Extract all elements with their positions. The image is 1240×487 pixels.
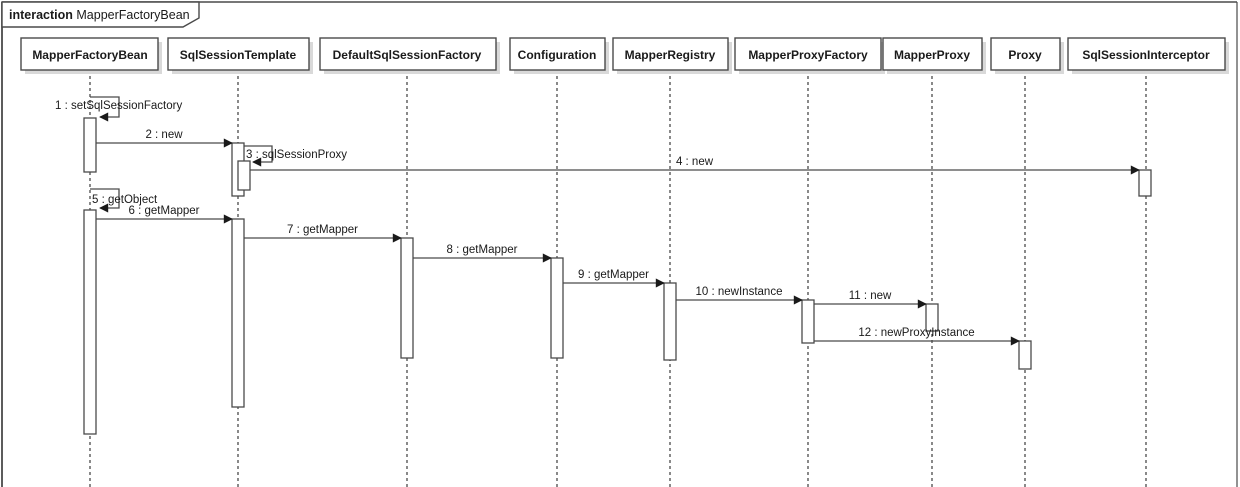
lifeline-name-label: MapperFactoryBean xyxy=(32,48,147,62)
self-message-line xyxy=(90,188,120,213)
self-message-line xyxy=(90,96,120,122)
frame-keyword: interaction xyxy=(9,8,73,22)
activation-SqlSessionInterceptor xyxy=(1138,169,1152,197)
message-label: 8 : getMapper xyxy=(447,244,518,256)
activation-Proxy xyxy=(1018,340,1032,370)
message-label: 2 : new xyxy=(145,129,183,141)
lifeline-name-label: Proxy xyxy=(1008,48,1042,62)
activation-Configuration xyxy=(550,257,564,359)
lifeline-head-MapperProxyFactory xyxy=(734,37,882,71)
message-label: 11 : new xyxy=(849,290,892,302)
frame-label-text: interaction MapperFactoryBean xyxy=(9,8,190,22)
activation-MapperProxy xyxy=(925,303,939,332)
activation-DefaultSqlSessionFactory xyxy=(400,237,414,359)
activation-SqlSessionTemplate xyxy=(231,218,245,408)
lifeline-name-label: MapperProxyFactory xyxy=(748,48,868,62)
lifeline-head-Configuration xyxy=(509,37,606,71)
message-label: 6 : getMapper xyxy=(129,205,200,217)
lifeline-head-MapperFactoryBean xyxy=(20,37,159,71)
lifeline-head-MapperRegistry xyxy=(612,37,729,71)
message-label: 3 : sqlSessionProxy xyxy=(246,149,347,161)
message-label: 9 : getMapper xyxy=(578,269,649,281)
message-label: 7 : getMapper xyxy=(287,224,358,236)
activation-MapperProxyFactory xyxy=(801,299,815,344)
lifeline-name-label: MapperRegistry xyxy=(625,48,716,62)
lifeline-head-Proxy xyxy=(990,37,1061,71)
message-label: 4 : new xyxy=(676,156,714,168)
activation-MapperRegistry xyxy=(663,282,677,361)
lifeline-name-label: DefaultSqlSessionFactory xyxy=(333,48,482,62)
lifeline-head-SqlSessionTemplate xyxy=(167,37,310,71)
message-label: 1 : setSqlSessionFactory xyxy=(55,100,182,112)
message-label: 5 : getObject xyxy=(92,194,158,206)
lifeline-name-label: Configuration xyxy=(518,48,597,62)
message-label: 10 : newInstance xyxy=(696,286,783,298)
lifeline-head-SqlSessionInterceptor xyxy=(1067,37,1226,71)
frame-name: MapperFactoryBean xyxy=(73,8,190,22)
lifeline-head-DefaultSqlSessionFactory xyxy=(319,37,497,71)
message-label: 12 : newProxyInstance xyxy=(858,327,974,339)
lifeline-head-MapperProxy xyxy=(882,37,983,71)
lifeline-name-label: SqlSessionInterceptor xyxy=(1082,48,1210,62)
self-message-line xyxy=(244,145,273,167)
activation-SqlSessionTemplate xyxy=(237,160,251,191)
lifeline-name-label: MapperProxy xyxy=(894,48,970,62)
activation-MapperFactoryBean xyxy=(83,117,97,173)
lifeline-name-label: SqlSessionTemplate xyxy=(180,48,297,62)
frame-label-tab xyxy=(1,1,200,28)
activation-MapperFactoryBean xyxy=(83,209,97,435)
